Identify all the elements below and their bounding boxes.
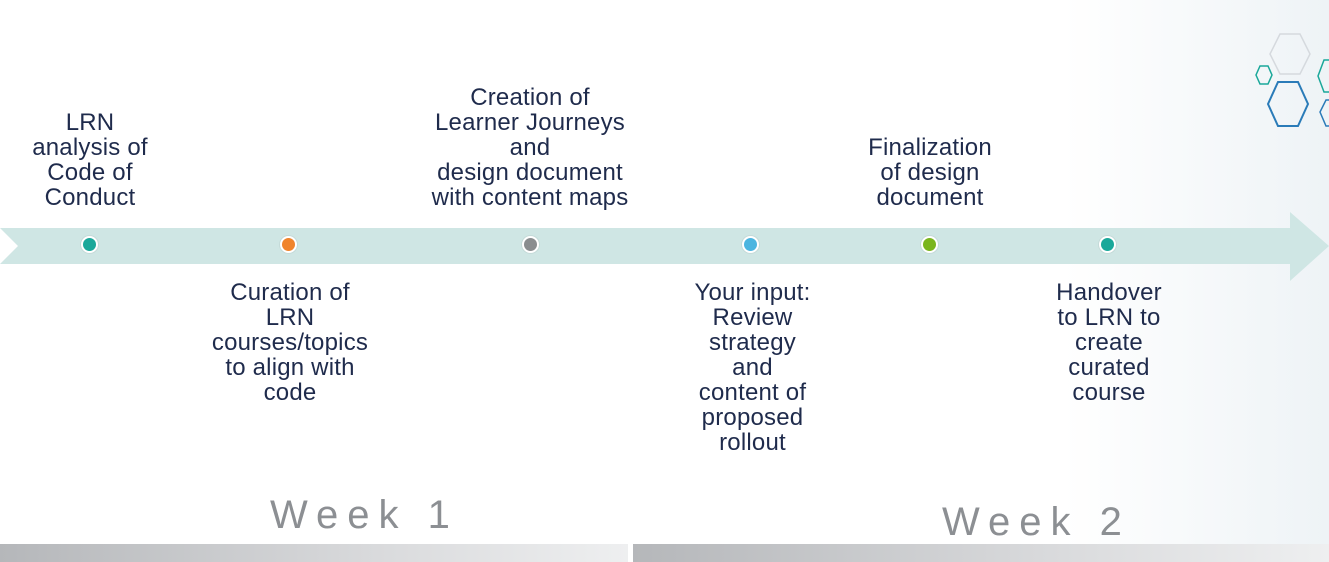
milestone-dot-2 bbox=[280, 236, 297, 253]
week-1-bar bbox=[0, 544, 628, 562]
step-label-handover: Handover to LRN to create curated course bbox=[1056, 279, 1162, 406]
week-2-bar bbox=[633, 544, 1329, 562]
week-1-label: Week 1 bbox=[270, 493, 459, 537]
milestone-dot-6 bbox=[1099, 236, 1116, 253]
milestone-dot-1 bbox=[81, 236, 98, 253]
milestone-dot-5 bbox=[921, 236, 938, 253]
step-label-curation: Curation of LRN courses/topics to align … bbox=[211, 279, 369, 406]
step-label-finalization: Finalization of design document bbox=[868, 134, 992, 211]
step-label-your-input: Your input: Review strategy and content … bbox=[694, 279, 811, 456]
week-2-label: Week 2 bbox=[942, 500, 1131, 544]
step-label-learner-journeys: Creation of Learner Journeys and design … bbox=[431, 84, 629, 211]
milestone-dot-4 bbox=[742, 236, 759, 253]
hexagon-logo-icon bbox=[1255, 33, 1329, 127]
step-label-lrn-analysis: LRN analysis of Code of Conduct bbox=[32, 109, 148, 211]
milestone-dot-3 bbox=[522, 236, 539, 253]
